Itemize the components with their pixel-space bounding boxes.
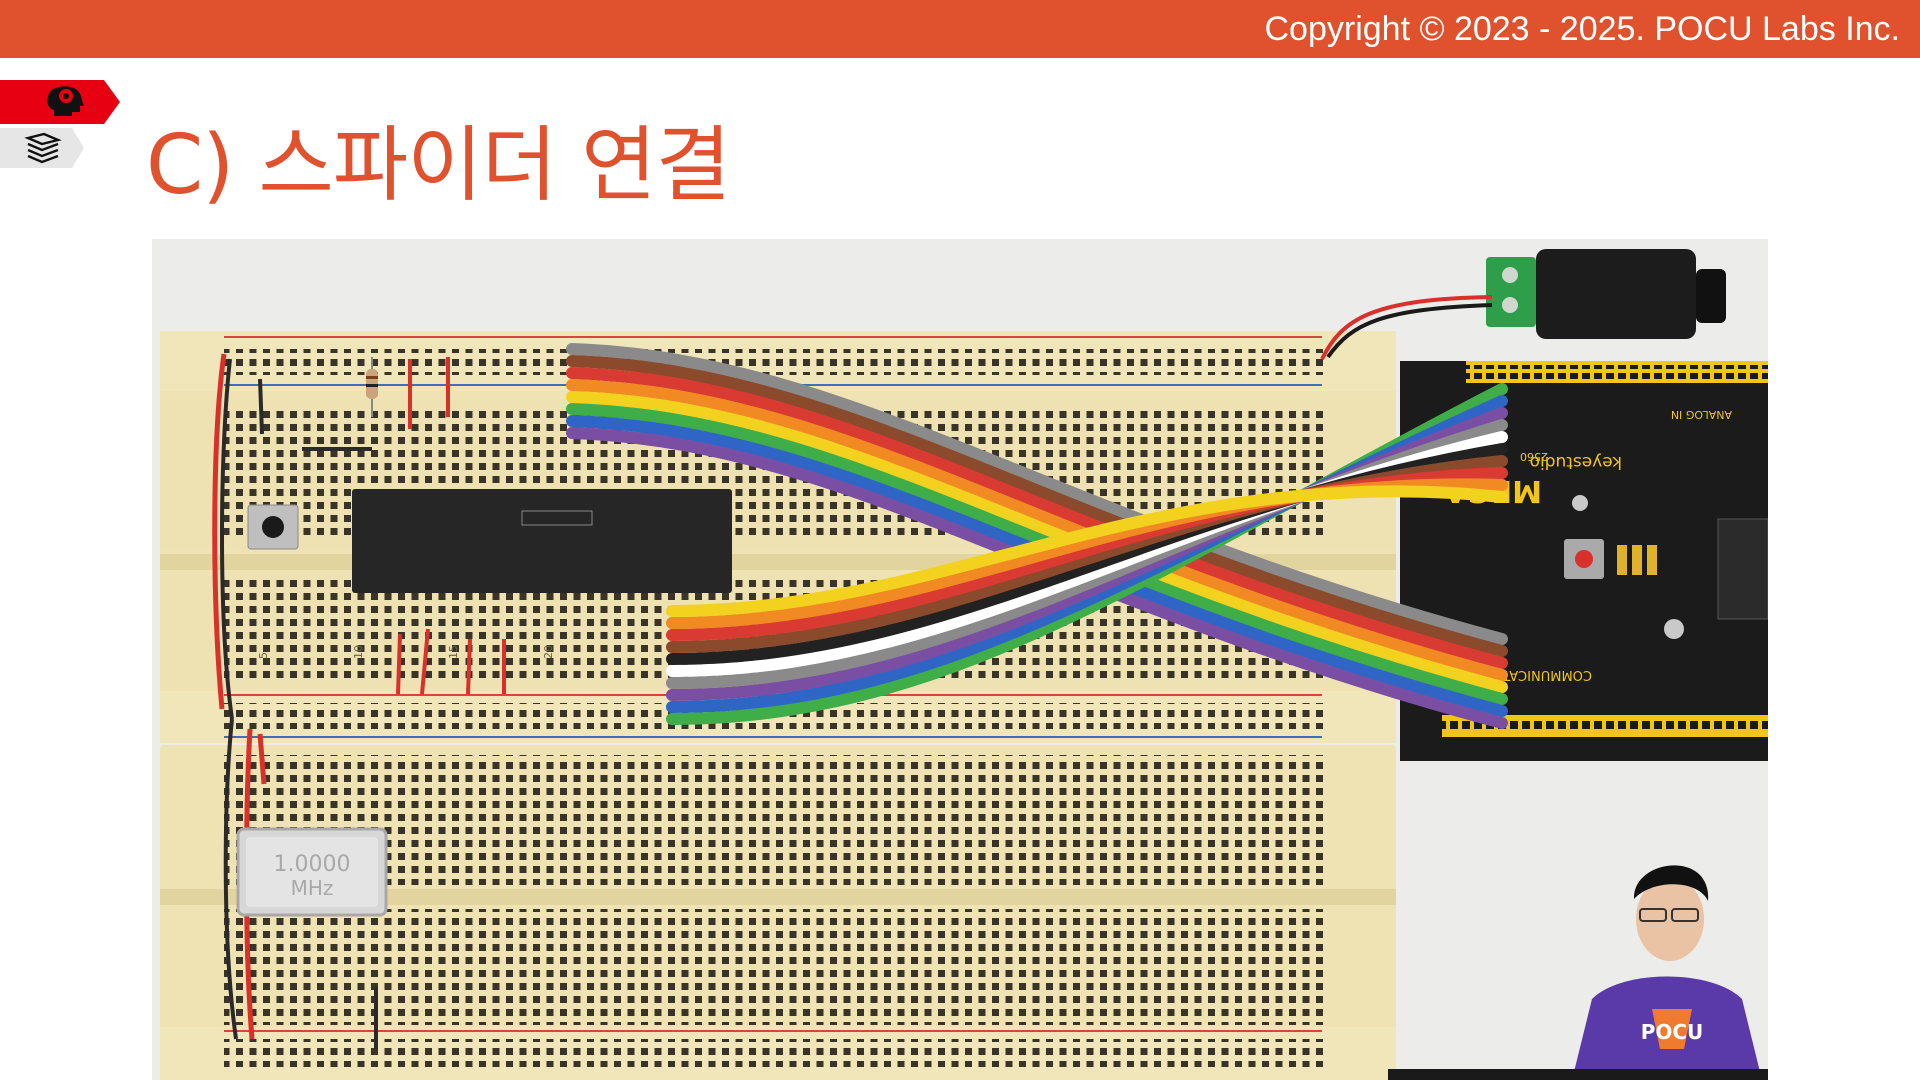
svg-text:10: 10 — [352, 645, 365, 659]
crystal-frequency-value: 1.0000 — [274, 852, 351, 877]
book-tag[interactable] — [0, 128, 84, 168]
book-stack-icon — [24, 132, 62, 164]
shirt-logo: POCU — [1641, 1020, 1704, 1044]
copyright-text: Copyright © 2023 - 2025. POCU Labs Inc. — [1264, 9, 1901, 48]
push-button — [247, 504, 299, 550]
svg-text:20: 20 — [542, 645, 555, 659]
board-brand: keyestudio — [1530, 452, 1622, 472]
presenter-video: POCU — [1388, 839, 1768, 1080]
slide-title: C) 스파이더 연결 — [146, 118, 731, 213]
brain-tag[interactable] — [0, 80, 120, 124]
breadboard-bottom — [160, 745, 1396, 1080]
rainbow-ribbon-cable — [566, 343, 1508, 729]
resistor — [366, 357, 378, 417]
svg-text:5: 5 — [257, 652, 270, 659]
header-bar: Copyright © 2023 - 2025. POCU Labs Inc. — [0, 0, 1920, 58]
brain-head-icon — [47, 86, 84, 116]
board-number: 2560 — [1520, 450, 1548, 463]
dc-barrel-jack — [1486, 249, 1726, 339]
board-analog-label: ANALOG IN — [1671, 408, 1732, 421]
breadboard-photo: 5 10 15 20 — [152, 239, 1768, 1080]
crystal-oscillator: 1.0000 MHz — [236, 827, 388, 917]
crystal-frequency-unit: MHz — [291, 876, 334, 900]
svg-text:15: 15 — [447, 645, 460, 659]
ic-chip — [352, 489, 732, 593]
